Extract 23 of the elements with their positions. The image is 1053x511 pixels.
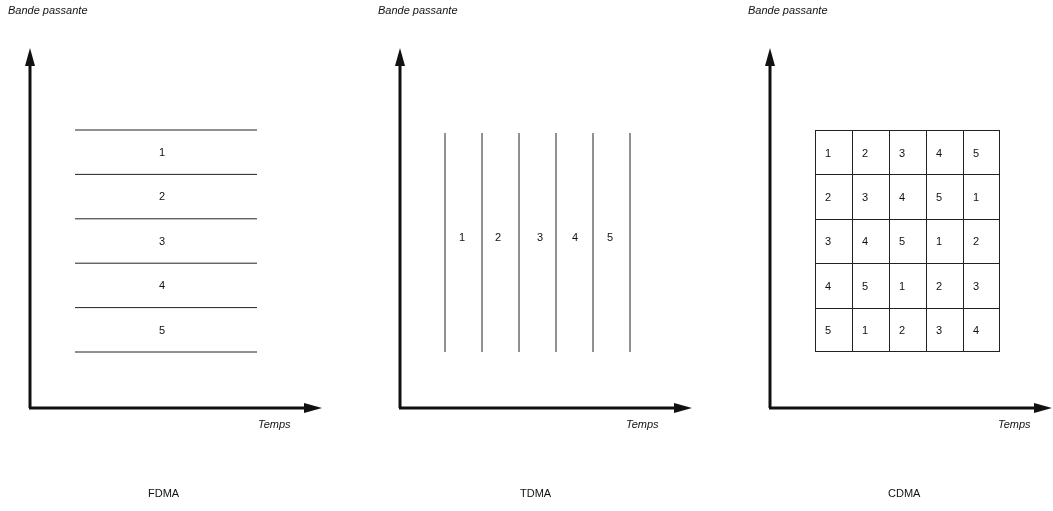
axis-label: Temps <box>626 418 659 431</box>
axis-label: Temps <box>258 418 291 431</box>
channel-number: 4 <box>159 279 166 293</box>
slot-number: 3 <box>537 231 544 244</box>
slot-number: 1 <box>459 231 466 244</box>
axis-label: Temps <box>998 418 1031 431</box>
axis-title: Bande passante <box>748 4 828 17</box>
diagram-caption: TDMA <box>520 487 552 500</box>
diagram-caption: CDMA <box>888 487 921 500</box>
channel-number: 1 <box>159 146 166 159</box>
axis-title: Bande passante <box>378 4 458 17</box>
axis-title: Bande passante <box>8 4 88 17</box>
diagram-caption: FDMA <box>148 487 180 500</box>
slot-number: 4 <box>572 231 579 244</box>
grid-cell: 5 <box>963 130 1000 176</box>
channel-number: 2 <box>159 190 166 204</box>
slot-number: 2 <box>495 231 502 244</box>
grid-cell: 1 <box>815 130 853 176</box>
slot-number: 5 <box>607 231 614 244</box>
channel-number: 3 <box>159 234 166 248</box>
channel-number: 5 <box>159 323 166 337</box>
grid-cell: 4 <box>963 307 1000 352</box>
grid-cell: 5 <box>815 307 853 352</box>
